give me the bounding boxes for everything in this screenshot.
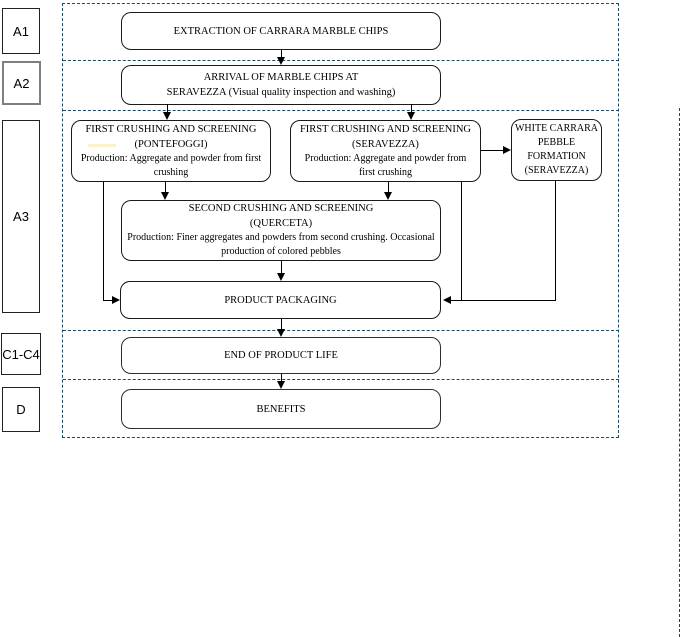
clipped-section-border (679, 108, 680, 637)
connector-pontefoggi-packaging-vertical (103, 182, 104, 301)
connector-seravezza-pebble (481, 150, 504, 151)
connector-arrival-pontefoggi (167, 104, 168, 113)
stage-label-a1: A1 (2, 8, 40, 54)
node-title: FIRST CRUSHING AND SCREENING (85, 124, 257, 135)
node-subtitle: (QUERCETA) (249, 217, 313, 229)
arrowhead-down-icon (383, 192, 392, 200)
stage-label-c1-c4: C1-C4 (1, 333, 41, 375)
node-title: FIRST CRUSHING AND SCREENING (299, 124, 472, 135)
connector-endlife-benefits (281, 374, 282, 382)
node-subtitle: (SERAVEZZA) (352, 139, 419, 150)
node-first-crushing-pontefoggi: FIRST CRUSHING AND SCREENING (PONTEFOGGI… (71, 120, 271, 182)
node-production: Production: Aggregate and powder from fi… (80, 153, 262, 178)
arrowhead-down-icon (406, 112, 415, 120)
section-divider-c-d (63, 379, 619, 380)
connector-arrival-seravezza (411, 104, 412, 113)
connector-pontefoggi-packaging-horizontal (103, 300, 112, 301)
section-divider-a2-a3 (63, 110, 619, 111)
node-subtitle: (PONTEFOGGI) (134, 139, 208, 150)
stage-label-text: A1 (13, 23, 29, 39)
arrowhead-down-icon (276, 273, 285, 281)
node-white-carrara-pebble: WHITE CARRARA PEBBLE FORMATION (SERAVEZZ… (511, 119, 602, 181)
stage-label-text: A3 (13, 209, 29, 224)
arrowhead-down-icon (276, 381, 285, 389)
arrowhead-down-icon (276, 57, 285, 65)
stage-label-a3: A3 (2, 120, 40, 313)
connector-right-packaging-horizontal (451, 300, 556, 301)
node-title: BENEFITS (256, 403, 306, 415)
stage-label-text: A2 (13, 75, 30, 91)
connector-extraction-arrival (281, 50, 282, 58)
arrowhead-down-icon (162, 112, 171, 120)
node-title: (SERAVEZZA) (524, 165, 589, 176)
connector-pontefoggi-second (165, 182, 166, 193)
node-title: FORMATION (527, 151, 586, 162)
node-title: END OF PRODUCT LIFE (224, 350, 338, 361)
arrowhead-right-icon (112, 295, 120, 304)
arrowhead-right-icon (503, 145, 511, 154)
section-divider-a3-c (63, 330, 619, 331)
connector-packaging-endlife (281, 319, 282, 329)
node-first-crushing-seravezza: FIRST CRUSHING AND SCREENING (SERAVEZZA)… (290, 120, 481, 182)
section-frame (62, 3, 619, 438)
node-subtitle: SERAVEZZA (Visual quality inspection and… (166, 87, 396, 98)
stage-label-text: D (16, 402, 26, 417)
node-title: WHITE CARRARA (514, 123, 599, 134)
node-title: PRODUCT PACKAGING (224, 294, 337, 306)
connector-seravezza-second (388, 182, 389, 193)
node-title: ARRIVAL OF MARBLE CHIPS AT (203, 72, 359, 83)
section-divider-a1-a2 (63, 60, 619, 61)
arrowhead-down-icon (276, 329, 285, 337)
node-production: Production: Aggregate and powder from fi… (304, 153, 467, 178)
node-title: EXTRACTION OF CARRARA MARBLE CHIPS (173, 25, 389, 37)
stage-label-d: D (2, 387, 40, 432)
node-production: Production: Finer aggregates and powders… (127, 232, 435, 257)
node-extraction: EXTRACTION OF CARRARA MARBLE CHIPS (121, 12, 441, 50)
node-title: PEBBLE (537, 137, 576, 148)
node-benefits: BENEFITS (121, 389, 441, 429)
node-end-of-product-life: END OF PRODUCT LIFE (121, 337, 441, 374)
node-product-packaging: PRODUCT PACKAGING (120, 281, 441, 319)
node-title: SECOND CRUSHING AND SCREENING (188, 203, 374, 214)
connector-second-packaging (281, 261, 282, 273)
arrowhead-left-icon (443, 295, 451, 304)
arrowhead-down-icon (160, 192, 169, 200)
stage-label-a2: A2 (2, 61, 41, 105)
node-arrival: ARRIVAL OF MARBLE CHIPS AT SERAVEZZA (Vi… (121, 65, 441, 105)
connector-pebble-packaging-vertical (555, 180, 556, 301)
highlight-mark (88, 144, 116, 147)
stage-label-text: C1-C4 (2, 346, 40, 362)
node-second-crushing: SECOND CRUSHING AND SCREENING (QUERCETA)… (121, 200, 441, 261)
connector-seravezza-packaging-vertical (461, 182, 462, 301)
